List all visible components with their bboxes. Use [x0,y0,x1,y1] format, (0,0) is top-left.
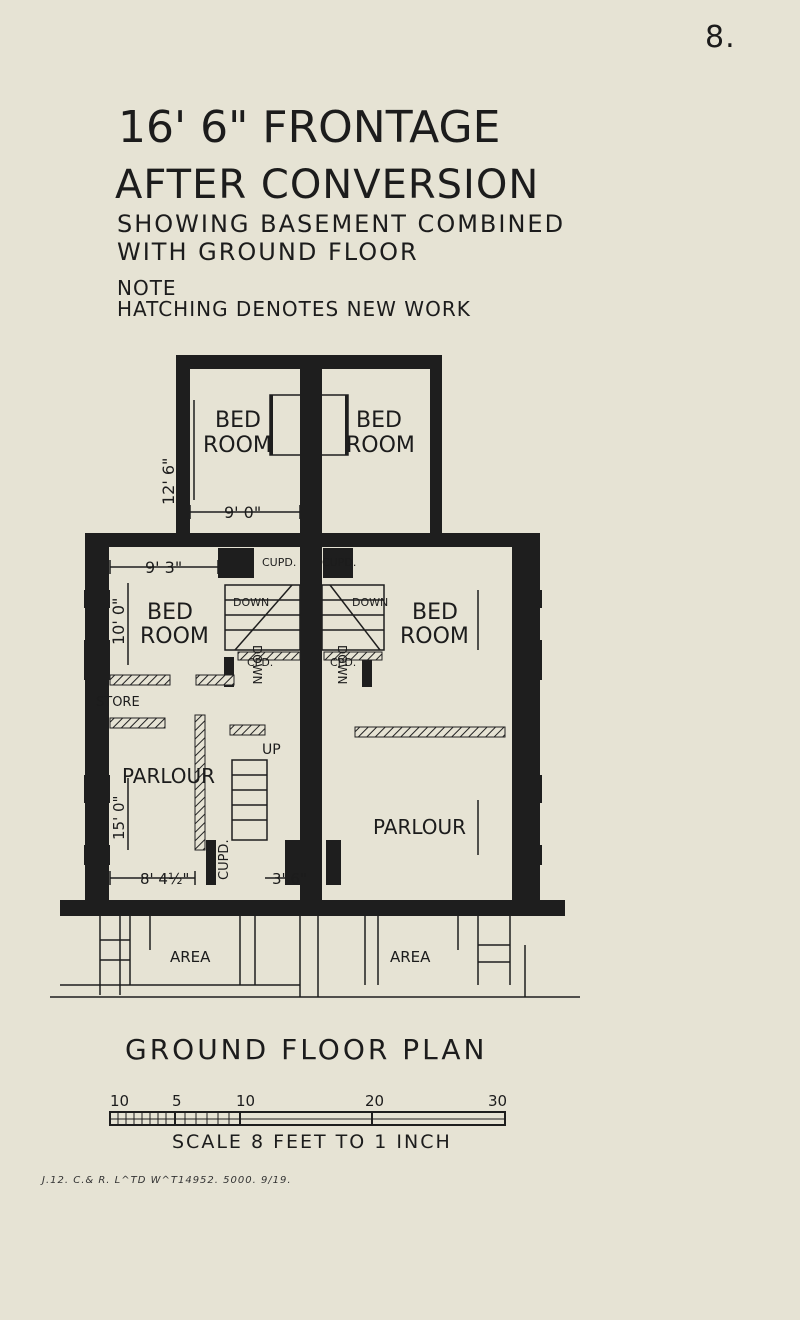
area-right-label: AREA [390,948,431,966]
scale-bar: 10 5 10 20 30 SCALE 8 FEET TO 1 INCH [109,1092,507,1153]
store-label: STORE [96,695,140,710]
scale-tick-10-left: 10 [110,1092,129,1110]
plan-labels: BED ROOM BED ROOM BED ROOM BED ROOM STOR… [96,408,469,966]
title-after-conversion: AFTER CONVERSION [115,162,540,208]
down-right-label: DOWN [352,596,388,609]
cupd-right-label: CUPD. [322,556,356,569]
parlour-right-label: PARLOUR [373,815,466,839]
bed-room-rear-left-line1: BED [215,408,261,433]
plan-walls [60,355,565,916]
dim-front-width: 8' 4½" [140,870,189,888]
bed-room-mid-left-line2: ROOM [140,624,209,649]
subtitle-line2: WITH GROUND FLOOR [117,238,419,266]
plan-thin-lines [50,359,580,998]
scale-tick-10: 10 [236,1092,255,1110]
cpd-right-label: CPD. [330,656,356,669]
parlour-left-label: PARLOUR [122,764,215,788]
printer-imprint: J.12. C.& R. L^TD W^T14952. 5000. 9/19. [42,1175,292,1186]
bed-room-mid-right-line2: ROOM [400,624,469,649]
scale-tick-30: 30 [488,1092,507,1110]
plan-title: GROUND FLOOR PLAN [125,1033,488,1066]
cpd-left-label: CPD. [247,656,273,669]
down-vertical-left-label: DOWN [250,645,264,685]
dim-mid-depth: 10' 0" [109,598,128,645]
up-label: UP [262,742,281,758]
note-text: HATCHING DENOTES NEW WORK [117,297,471,321]
bed-room-rear-right-line1: BED [356,408,402,433]
dim-rear-width: 9' 0" [224,503,261,522]
cupd-left-label: CUPD. [262,556,296,569]
down-vertical-right-label: DOWN [335,645,349,685]
scale-tick-20: 20 [365,1092,384,1110]
bed-room-mid-right-line1: BED [412,600,458,625]
bed-room-rear-right-line2: ROOM [346,433,415,458]
bed-room-mid-left-line1: BED [147,600,193,625]
bed-room-rear-left-line2: ROOM [203,433,272,458]
title-frontage: 16' 6" FRONTAGE [118,102,501,153]
down-left-label: DOWN [233,596,269,609]
note-heading: NOTE [117,276,177,300]
plan-new-work-hatching [109,651,506,851]
dim-front-depth: 15' 0" [110,796,128,840]
scale-caption: SCALE 8 FEET TO 1 INCH [172,1131,452,1153]
dim-mid-width: 9' 3" [145,558,182,577]
scale-tick-5: 5 [172,1092,182,1110]
cupd-vertical-label: CUPD. [217,839,232,880]
area-left-label: AREA [170,948,211,966]
dim-rear-depth: 12' 6" [159,458,178,505]
subtitle-line1: SHOWING BASEMENT COMBINED [117,210,566,238]
page-number: 8. [705,20,736,55]
dim-passage-width: 3' 6" [272,870,307,888]
